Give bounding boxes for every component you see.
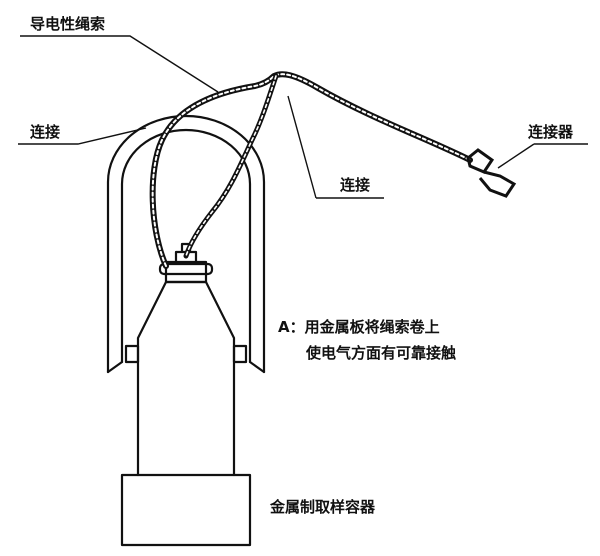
leader-connect-middle <box>287 95 384 199</box>
handle-inner <box>120 128 252 364</box>
label-conductive-cable: 导电性绳索 <box>30 15 106 33</box>
cable-strand-core <box>185 75 277 257</box>
handle-ends <box>106 360 266 374</box>
note-line-1: A：用金属板将绳索卷上 <box>278 318 440 336</box>
leader-connect-left <box>18 127 147 145</box>
bottle-neck <box>164 260 208 284</box>
leader-connector <box>497 143 588 169</box>
pivot-right <box>232 344 248 364</box>
pivot-left <box>124 344 140 364</box>
label-sampling-container: 金属制取样容器 <box>270 498 376 516</box>
container-base <box>120 473 252 547</box>
bottle-body <box>136 280 236 477</box>
handle-outer <box>106 114 266 374</box>
label-connect-middle: 连接 <box>340 176 371 194</box>
label-connector: 连接器 <box>528 123 574 141</box>
leader-cable <box>20 35 219 93</box>
note-line-2: 使电气方面有可靠接触 <box>306 344 457 362</box>
metal-band <box>158 262 214 276</box>
conductive-cable-core <box>151 73 471 267</box>
label-connect-left: 连接 <box>30 123 61 141</box>
connector-clip <box>466 148 517 198</box>
